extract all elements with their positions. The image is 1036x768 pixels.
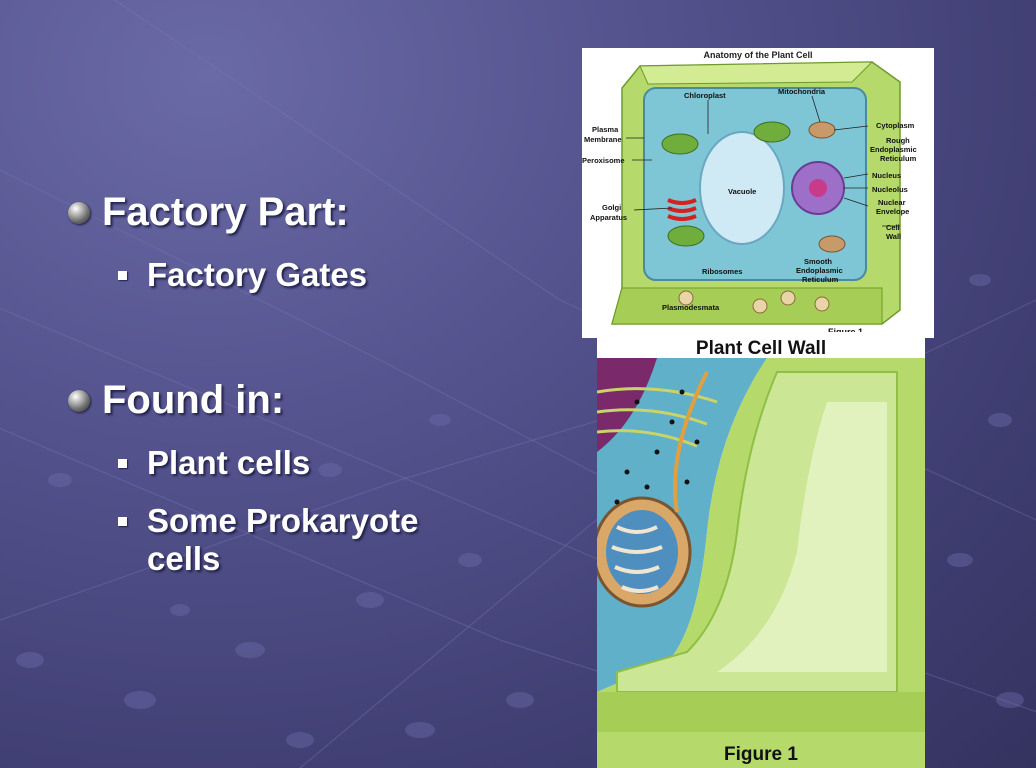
square-bullet-icon bbox=[118, 271, 127, 280]
figure-title: Plant Cell Wall bbox=[696, 338, 826, 359]
svg-text:Reticulum: Reticulum bbox=[880, 154, 917, 163]
figure-title: Anatomy of the Plant Cell bbox=[703, 50, 812, 60]
svg-text:Nucleolus: Nucleolus bbox=[872, 185, 908, 194]
sub-bullet-plant-cells: Plant cells bbox=[118, 444, 310, 482]
svg-text:Endoplasmic: Endoplasmic bbox=[870, 145, 917, 154]
bullet-factory-part: Factory Part: bbox=[68, 190, 349, 235]
svg-text:Ribosomes: Ribosomes bbox=[702, 267, 742, 276]
svg-text:Plasmodesmata: Plasmodesmata bbox=[662, 303, 720, 312]
square-bullet-icon bbox=[118, 459, 127, 468]
svg-text:Smooth: Smooth bbox=[804, 257, 832, 266]
square-bullet-icon bbox=[118, 517, 127, 526]
svg-text:Apparatus: Apparatus bbox=[590, 213, 627, 222]
svg-text:Reticulum: Reticulum bbox=[802, 275, 839, 284]
svg-text:Membrane: Membrane bbox=[584, 135, 622, 144]
svg-text:Vacuole: Vacuole bbox=[728, 187, 756, 196]
sub-bullet-text: Factory Gates bbox=[147, 256, 368, 293]
svg-text:Endoplasmic: Endoplasmic bbox=[796, 266, 843, 275]
svg-text:Rough: Rough bbox=[886, 136, 910, 145]
plant-cell-diagram: Anatomy of the Plant Cell bbox=[582, 50, 917, 337]
svg-text:Nucleus: Nucleus bbox=[872, 171, 901, 180]
svg-text:Chloroplast: Chloroplast bbox=[684, 91, 726, 100]
svg-text:Cell: Cell bbox=[886, 223, 900, 232]
svg-text:Peroxisome: Peroxisome bbox=[582, 156, 625, 165]
figure-caption: Figure 1 bbox=[724, 744, 798, 765]
sub-bullet-text: Plant cells bbox=[147, 444, 311, 481]
svg-text:Mitochondria: Mitochondria bbox=[778, 87, 826, 96]
bullet-heading: Factory Part: bbox=[102, 190, 349, 234]
svg-text:Cytoplasm: Cytoplasm bbox=[876, 121, 915, 130]
bullet-found-in: Found in: bbox=[68, 378, 284, 423]
sub-bullet-prokaryote-cells: Some Prokaryote cells bbox=[118, 502, 418, 578]
bullet-ball-icon bbox=[68, 201, 90, 224]
svg-text:Nuclear: Nuclear bbox=[878, 198, 906, 207]
sub-bullet-factory-gates: Factory Gates bbox=[118, 256, 367, 294]
svg-text:Golgi: Golgi bbox=[602, 203, 621, 212]
bullet-ball-icon bbox=[68, 389, 90, 412]
bullet-heading: Found in: bbox=[102, 378, 285, 422]
cell-wall-diagram: Plant Cell Wall Figure 1 bbox=[597, 338, 925, 768]
svg-text:Envelope: Envelope bbox=[876, 207, 909, 216]
svg-text:Wall: Wall bbox=[886, 232, 901, 241]
svg-text:Plasma: Plasma bbox=[592, 125, 619, 134]
plant-cell-anatomy-figure: Anatomy of the Plant Cell bbox=[582, 48, 934, 338]
sub-bullet-text: Some Prokaryote cells bbox=[147, 502, 419, 577]
plant-cell-wall-figure: Plant Cell Wall Figure 1 bbox=[597, 332, 925, 768]
slide-content: Factory Part: Factory Gates Found in: Pl… bbox=[68, 190, 418, 578]
